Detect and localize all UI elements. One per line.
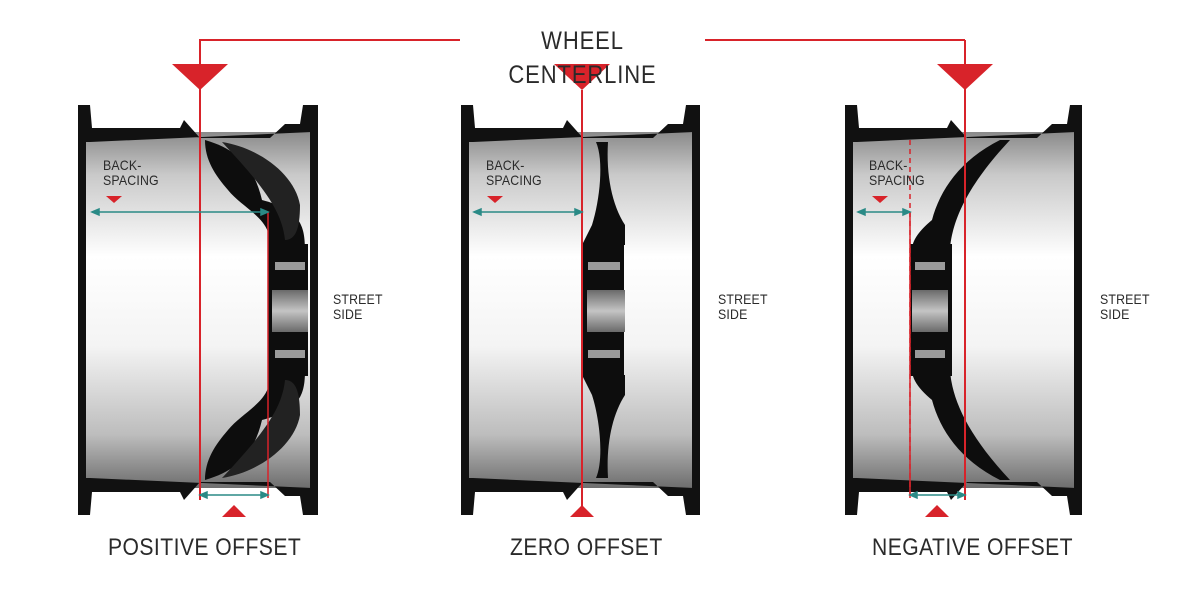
wheel-negative-offset <box>845 64 1082 517</box>
wheel-hub <box>912 262 948 358</box>
backspacing-label: BACK-SPACING <box>486 157 542 188</box>
offset-arrow <box>198 490 270 500</box>
positive-offset-caption: POSITIVE OFFSET <box>108 534 302 561</box>
wheel-positive-offset <box>78 64 318 517</box>
backspacing-marker <box>872 196 888 203</box>
backspacing-label: BACK-SPACING <box>869 157 925 188</box>
wheel-hub <box>272 262 308 358</box>
backspacing-marker <box>487 196 503 203</box>
centerline-marker <box>554 64 610 510</box>
centerline-marker <box>172 64 228 500</box>
zero-offset-caption: ZERO OFFSET <box>510 534 663 561</box>
backspacing-arrow <box>472 207 584 217</box>
backspacing-label: BACK-SPACING <box>103 157 159 188</box>
wheel-zero-offset <box>461 64 700 517</box>
negative-offset-caption: NEGATIVE OFFSET <box>872 534 1074 561</box>
backspacing-arrow <box>90 207 270 217</box>
wheel-rim-outline <box>78 105 318 515</box>
backspacing-marker <box>106 196 122 203</box>
wheel-rim-outline <box>461 105 700 515</box>
wheel-rim-outline <box>845 105 1082 515</box>
wheel-hub <box>587 262 625 358</box>
offset-marker <box>570 505 594 517</box>
offset-arrow <box>908 490 967 500</box>
offset-marker <box>925 505 949 517</box>
backspacing-arrow <box>856 207 912 217</box>
offset-marker <box>222 505 246 517</box>
centerline-marker <box>937 64 993 500</box>
wheel-centerline-title: WHEEL CENTERLINE <box>460 24 705 89</box>
